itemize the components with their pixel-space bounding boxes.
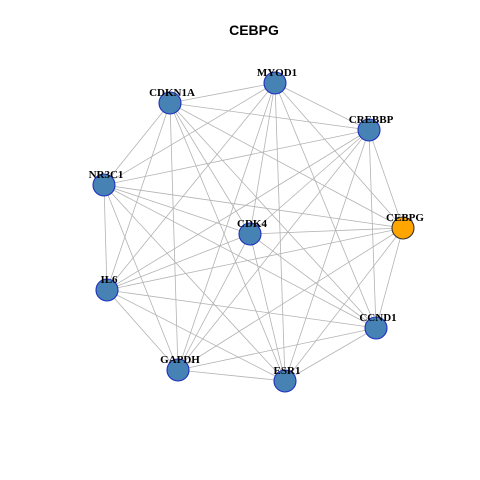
- edge-nr3c1-esr1: [103, 184, 286, 382]
- edge-cdk4-ccnd1: [249, 233, 377, 329]
- edge-cdk4-il6: [106, 233, 251, 291]
- edge-il6-esr1: [106, 289, 286, 382]
- node-label-cdkn1a: CDKN1A: [149, 87, 195, 99]
- edge-myod1-esr1: [274, 82, 286, 382]
- edge-cdkn1a-cdk4: [169, 102, 251, 235]
- edge-myod1-cdkn1a: [169, 82, 276, 104]
- edge-ccnd1-gapdh: [177, 327, 377, 371]
- edge-il6-ccnd1: [106, 289, 377, 329]
- edge-ccnd1-esr1: [284, 327, 377, 382]
- edge-cebpg-ccnd1: [375, 227, 404, 329]
- edge-nr3c1-cdk4: [103, 184, 251, 235]
- node-nr3c1[interactable]: [92, 173, 116, 197]
- edge-myod1-cebpg: [274, 82, 404, 229]
- node-label-myod1: MYOD1: [257, 67, 297, 79]
- edge-il6-gapdh: [106, 289, 179, 371]
- edge-cdkn1a-cebpg: [169, 102, 404, 229]
- edge-crebbp-cebpg: [368, 129, 404, 229]
- node-label-esr1: ESR1: [274, 365, 301, 377]
- edge-nr3c1-gapdh: [103, 184, 179, 371]
- node-label-cebpg: CEBPG: [386, 212, 424, 224]
- edge-cdkn1a-crebbp: [169, 102, 370, 131]
- edge-cdkn1a-nr3c1: [103, 102, 171, 186]
- edge-cdkn1a-esr1: [169, 102, 286, 382]
- edge-nr3c1-il6: [103, 184, 108, 291]
- node-label-cdk4: CDK4: [237, 218, 267, 230]
- edge-nr3c1-ccnd1: [103, 184, 377, 329]
- edge-myod1-crebbp: [274, 82, 370, 131]
- edge-myod1-nr3c1: [103, 82, 276, 186]
- node-il6[interactable]: [95, 278, 119, 302]
- edge-crebbp-nr3c1: [103, 129, 370, 186]
- edge-crebbp-esr1: [284, 129, 370, 382]
- edge-cebpg-gapdh: [177, 227, 404, 371]
- node-cdk4[interactable]: [238, 222, 262, 246]
- edge-myod1-cdk4: [249, 82, 276, 235]
- node-cebpg[interactable]: [391, 216, 415, 240]
- edge-cdk4-cebpg: [249, 227, 404, 235]
- node-label-gapdh: GAPDH: [160, 354, 200, 366]
- edge-layer: [103, 82, 404, 382]
- node-label-il6: IL6: [100, 274, 118, 286]
- node-ccnd1[interactable]: [364, 316, 388, 340]
- node-label-nr3c1: NR3C1: [89, 169, 124, 181]
- edge-cebpg-il6: [106, 227, 404, 291]
- edge-cebpg-esr1: [284, 227, 404, 382]
- node-crebbp[interactable]: [357, 118, 381, 142]
- edge-cdkn1a-ccnd1: [169, 102, 377, 329]
- edge-crebbp-il6: [106, 129, 370, 291]
- edge-myod1-il6: [106, 82, 276, 291]
- node-gapdh[interactable]: [166, 358, 190, 382]
- node-label-crebbp: CREBBP: [349, 114, 394, 126]
- edge-gapdh-esr1: [177, 369, 286, 382]
- node-esr1[interactable]: [273, 369, 297, 393]
- edge-myod1-ccnd1: [274, 82, 377, 329]
- graph-title: CEBPG: [229, 22, 279, 38]
- edge-crebbp-cdk4: [249, 129, 370, 235]
- node-label-ccnd1: CCND1: [359, 312, 396, 324]
- edge-nr3c1-cebpg: [103, 184, 404, 229]
- edge-crebbp-gapdh: [177, 129, 370, 371]
- node-myod1[interactable]: [263, 71, 287, 95]
- edge-cdk4-gapdh: [177, 233, 251, 371]
- node-layer: [92, 71, 415, 393]
- node-cdkn1a[interactable]: [158, 91, 182, 115]
